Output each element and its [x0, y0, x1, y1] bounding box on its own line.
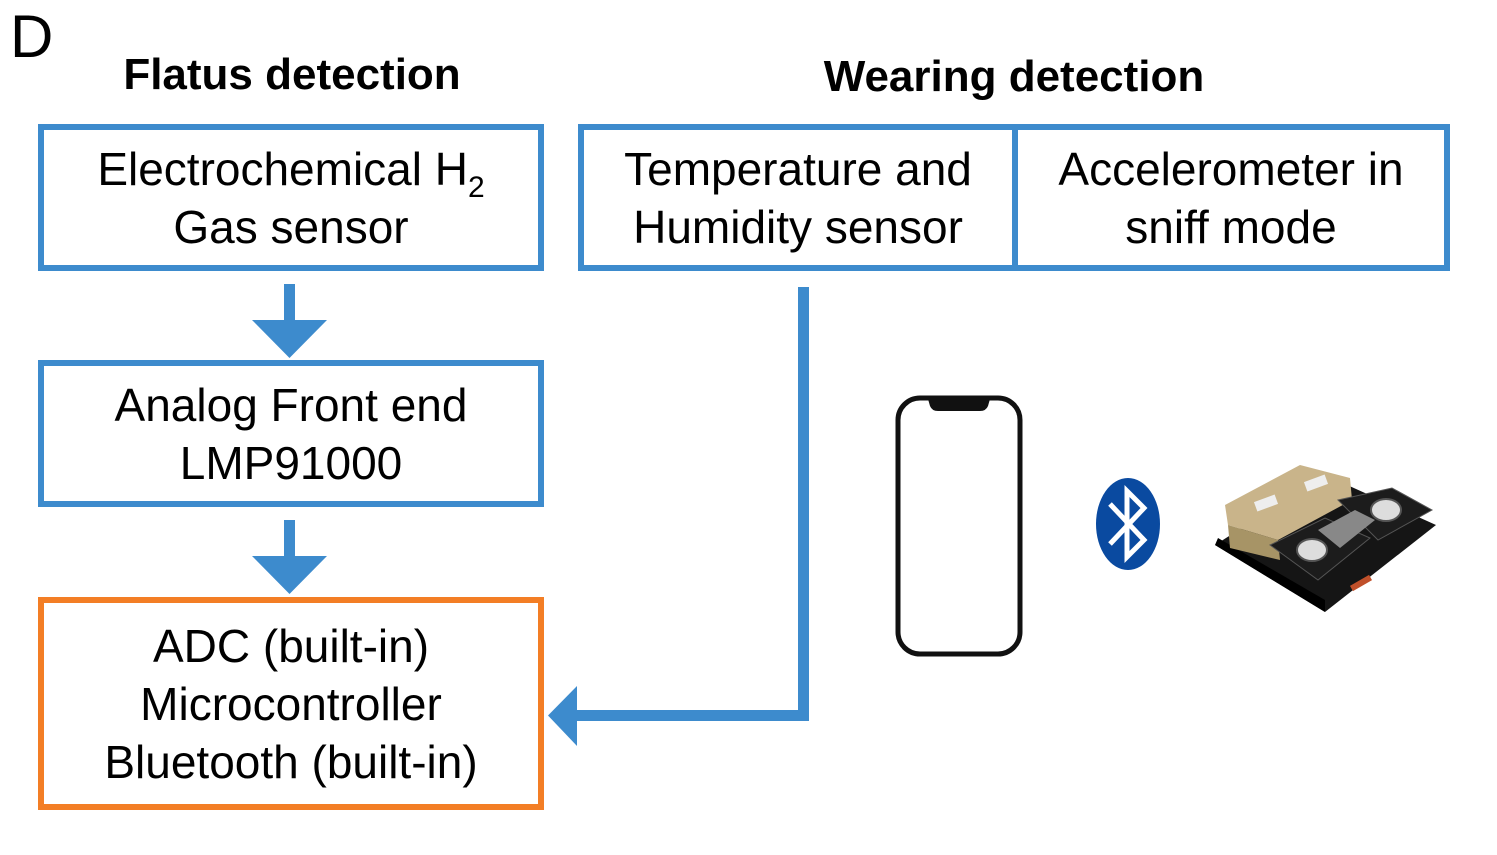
smartphone-icon [895, 395, 1023, 657]
accelerometer-box: Accelerometer in sniff mode [1012, 124, 1450, 271]
gas-sensor-line2: Gas sensor [173, 200, 409, 253]
subscript-2: 2 [468, 170, 485, 204]
bluetooth-icon [1096, 478, 1160, 570]
mcu-line1: ADC (built-in) [152, 619, 430, 672]
temp-line2: Humidity sensor [633, 200, 963, 253]
gas-sensor-line1: Electrochemical H2 [97, 140, 484, 203]
arrow-down-1 [252, 284, 327, 358]
analog-front-end-box: Analog Front end LMP91000 [38, 360, 544, 507]
afe-line1: Analog Front end [114, 378, 468, 431]
flatus-detection-title: Flatus detection [123, 50, 461, 99]
sensor-device-icon [1215, 465, 1436, 612]
mcu-line2: Microcontroller [140, 677, 442, 730]
arrow-down-2 [252, 520, 327, 594]
gas-sensor-label-main: Electrochemical H [97, 142, 468, 195]
temperature-humidity-box: Temperature and Humidity sensor [578, 124, 1018, 271]
accel-line1: Accelerometer in [1058, 142, 1404, 195]
wearing-detection-title: Wearing detection [823, 52, 1205, 101]
wearing-connector-arrow [548, 287, 809, 746]
gas-sensor-box: Electrochemical H2 Gas sensor [38, 124, 544, 271]
mcu-line3: Bluetooth (built-in) [104, 735, 478, 788]
accel-line2: sniff mode [1125, 200, 1337, 253]
microcontroller-box: ADC (built-in) Microcontroller Bluetooth… [38, 597, 544, 810]
afe-line2: LMP91000 [179, 436, 403, 489]
temp-line1: Temperature and [624, 142, 972, 195]
panel-label: D [10, 3, 54, 70]
